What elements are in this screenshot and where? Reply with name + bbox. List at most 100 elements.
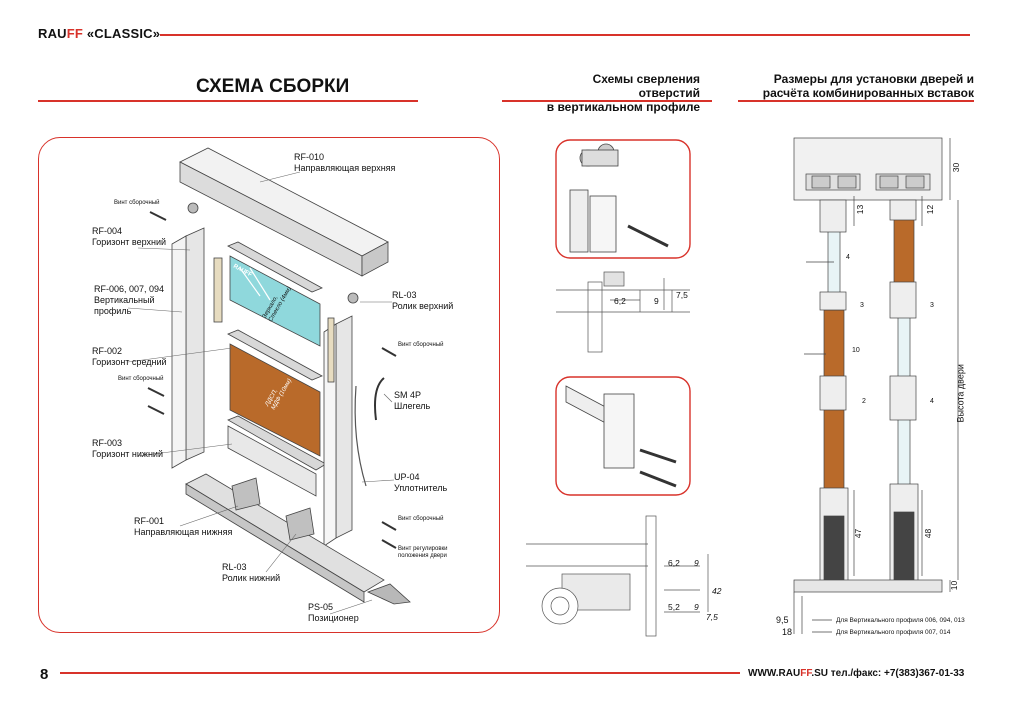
drilling-title-underline (502, 100, 712, 102)
label-vint-2: Винт сборочный (118, 376, 164, 382)
note-profile-007: Для Вертикального профиля 007, 014 (836, 629, 951, 636)
dim-48: 48 (923, 528, 934, 539)
dim-2: 2 (862, 398, 866, 405)
screw-4 (381, 347, 397, 357)
dimension-drawing (793, 137, 959, 634)
seal-strip (354, 385, 367, 487)
bottom-roller-2 (285, 507, 315, 541)
top-horizontal-profile (227, 241, 323, 293)
label-vint-3: Винт сборочный (398, 342, 444, 348)
drilling-profile-bottom (526, 515, 709, 637)
screw-6 (381, 539, 397, 549)
drilling-title-line-2: в вертикальном профиле (546, 100, 700, 114)
dimensions-title-line-1: Размеры для установки дверей и (773, 72, 974, 86)
title-underline (38, 100, 418, 102)
website-prefix: WWW.RAU (748, 668, 801, 679)
drilling-detail-2 (565, 385, 677, 488)
top-rail-section (793, 137, 943, 201)
note-profile-006: Для Вертикального профиля 006, 094, 013 (836, 617, 965, 624)
glass-panel (229, 255, 321, 347)
phone-fax: тел./факс: +7(383)367-01-33 (830, 668, 965, 679)
dim-6-2-top: 6,2 (614, 296, 626, 306)
left-roller-block (823, 515, 845, 581)
top-roller-left (187, 202, 199, 214)
left-vertical-profile (185, 227, 205, 461)
middle-horizontal-profile (227, 329, 323, 381)
brush-strip (374, 377, 385, 421)
left-vertical-profile-side (171, 235, 187, 469)
screw-2 (147, 387, 165, 397)
website-suffix: .SU (811, 668, 828, 679)
brand-ff: FF (66, 26, 84, 41)
screw-1 (149, 211, 167, 221)
page-title: СХЕМА СБОРКИ (196, 76, 350, 97)
label-vint-1: Винт сборочный (114, 200, 160, 206)
drilling-title-line-1: Схемы сверления отверстий (592, 72, 700, 100)
website-ff: FF (800, 668, 812, 679)
insert-strip-right (327, 317, 335, 383)
door-height-label: Высота двери (955, 364, 966, 423)
screw-3 (147, 405, 165, 415)
dim-18: 18 (782, 627, 793, 637)
dim-9-top: 9 (654, 296, 659, 306)
label-vint-4: Винт сборочный (398, 516, 444, 522)
dim-9-bottom-1: 9 (694, 558, 699, 568)
dim-7-5-top: 7,5 (676, 290, 688, 300)
dimensions-title: Размеры для установки дверей и расчёта к… (758, 72, 974, 100)
bottom-roller-1 (231, 477, 261, 511)
brand-logo: RAUFF «CLASSIC» (38, 26, 160, 41)
dim-10: 10 (852, 347, 860, 354)
drilling-title: Схемы сверления отверстий в вертикальном… (530, 72, 700, 114)
drilling-profile-top (556, 271, 690, 353)
screw-5 (381, 521, 397, 531)
bottom-divider (60, 672, 740, 674)
dimensions-title-underline (738, 100, 974, 102)
page-number: 8 (40, 666, 49, 683)
dim-4-mid: 4 (930, 398, 934, 405)
top-roller-right (347, 292, 359, 304)
top-guide-rail-end (361, 241, 389, 277)
dim-6-2-bottom: 6,2 (668, 558, 680, 568)
drilling-detail-1-frame (555, 139, 691, 259)
dim-12: 12 (925, 204, 936, 215)
footer-contacts: WWW.RAUFF.SU тел./факс: +7(383)367-01-33 (748, 668, 964, 679)
dim-9-bottom-2: 9 (694, 602, 699, 612)
dim-7-5-bottom: 7,5 (706, 612, 718, 622)
dim-3-b: 3 (930, 302, 934, 309)
bottom-rail-section (793, 579, 943, 593)
insert-strip-left (213, 257, 223, 323)
assembly-panel (38, 137, 500, 633)
positioner-part (366, 583, 411, 605)
brand-suffix: «CLASSIC» (83, 26, 161, 41)
wood-panel (229, 343, 321, 457)
right-roller-block (893, 511, 915, 581)
dim-9-5: 9,5 (776, 615, 789, 625)
dim-3-a: 3 (860, 302, 864, 309)
drilling-detail-1 (569, 143, 669, 253)
dim-47: 47 (853, 528, 864, 539)
dim-42: 42 (712, 586, 722, 596)
dim-5-2: 5,2 (668, 602, 680, 612)
dim-13: 13 (855, 204, 866, 215)
drilling-detail-2-frame (555, 376, 691, 496)
assembly-exploded-view (127, 147, 411, 615)
brand-prefix: RAU (38, 26, 67, 41)
top-divider (160, 34, 970, 36)
right-vertical-profile (335, 315, 353, 539)
dimensions-title-line-2: расчёта комбинированных вставок (762, 86, 974, 100)
dim-4-top: 4 (846, 254, 850, 261)
dim-30: 30 (951, 162, 962, 173)
